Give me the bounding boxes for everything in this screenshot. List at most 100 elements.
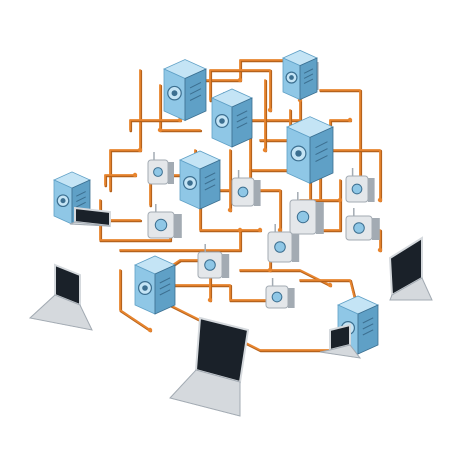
laptop-keyboard [389, 277, 433, 301]
device-light [237, 186, 249, 198]
wire-shadow [159, 299, 353, 353]
cube-side [154, 264, 176, 315]
vent-slot [315, 155, 328, 162]
dial-center [289, 75, 294, 80]
laptop-right [388, 236, 433, 301]
wire-junction [207, 297, 213, 303]
dial-center [187, 180, 193, 186]
device-light [204, 259, 216, 271]
vent-slot [76, 196, 86, 203]
wire-junction [132, 172, 138, 178]
vent-slot [236, 110, 248, 117]
laptop-left [28, 263, 93, 331]
wire-junction [137, 147, 143, 153]
network-wire [209, 69, 271, 111]
cube-side [357, 304, 379, 355]
server-node-top-right [282, 49, 318, 101]
vent-slot [76, 191, 86, 197]
network-wire [119, 229, 241, 251]
cube-side [184, 68, 207, 122]
dial-center [142, 285, 148, 291]
device-9 [265, 278, 295, 309]
wire-junction [262, 147, 268, 153]
device-3 [197, 244, 230, 279]
network-wire [109, 69, 141, 191]
device-side [372, 218, 380, 240]
vent-slot [189, 88, 202, 95]
keyboard-keys [69, 221, 111, 227]
wire-junction [157, 127, 163, 133]
wire-junction [237, 227, 243, 233]
keyboard-keys [319, 344, 361, 359]
vent-slot [159, 277, 171, 284]
vent-slot [362, 329, 374, 336]
vent-slot [189, 81, 202, 89]
vent-slot [315, 141, 328, 149]
vent-slot [159, 283, 171, 290]
network-wire [169, 284, 281, 301]
device-side [288, 288, 295, 308]
wire-junction [347, 117, 353, 123]
dial-center [295, 150, 302, 157]
network-wire [129, 119, 181, 131]
server-node-lower-left [134, 255, 176, 315]
server-node-top-left [163, 59, 207, 122]
device-light [351, 183, 363, 195]
keyboard-keys [169, 369, 241, 417]
wire-junction [237, 77, 243, 83]
device-side [254, 180, 261, 206]
wire-junction [327, 282, 333, 288]
device-1 [147, 152, 174, 185]
wire-junction [277, 227, 283, 233]
wire-junction [267, 267, 273, 273]
device-side [222, 254, 230, 278]
dial-center [60, 198, 66, 204]
cube-side [299, 57, 318, 101]
device-side [316, 202, 324, 234]
vent-slot [204, 172, 216, 179]
wire-junction [377, 247, 383, 253]
wire-junction [257, 227, 263, 233]
device-light [353, 222, 365, 234]
dial-center [171, 90, 178, 97]
device-side [174, 214, 182, 238]
wire-junction [227, 207, 233, 213]
laptop-keyboard [28, 294, 93, 331]
device-2 [147, 204, 182, 239]
network-wire [104, 174, 136, 186]
wire-shadow [169, 284, 283, 303]
device-side [292, 234, 300, 262]
laptop-bottom [169, 316, 250, 417]
device-light [296, 210, 310, 224]
device-4 [231, 170, 261, 207]
laptop-small-right [319, 323, 362, 359]
server-node-center [179, 150, 221, 210]
network-wire [329, 149, 381, 201]
device-light [154, 218, 168, 232]
device-8 [345, 208, 380, 241]
dial-center [219, 118, 225, 124]
wire-shadow [109, 69, 143, 193]
device-7 [345, 168, 375, 203]
laptops [28, 206, 433, 417]
wire-junction [337, 197, 343, 203]
vent-slot [236, 122, 248, 129]
vent-slot [362, 323, 374, 330]
vent-slot [204, 178, 216, 185]
vent-slot [315, 148, 328, 156]
cube-side [231, 97, 253, 148]
vent-slot [204, 184, 216, 191]
vent-slot [303, 78, 314, 84]
device-light [271, 291, 283, 303]
vent-slot [76, 201, 86, 208]
device-light [274, 241, 286, 253]
cube-side [199, 159, 221, 210]
device-light [153, 167, 163, 177]
device-side [168, 162, 174, 184]
vent-slot [303, 68, 314, 74]
vent-slot [362, 317, 374, 324]
vent-slot [303, 73, 314, 79]
vent-slot [236, 116, 248, 123]
laptop-small-left [69, 206, 111, 228]
server-nodes [53, 49, 379, 355]
